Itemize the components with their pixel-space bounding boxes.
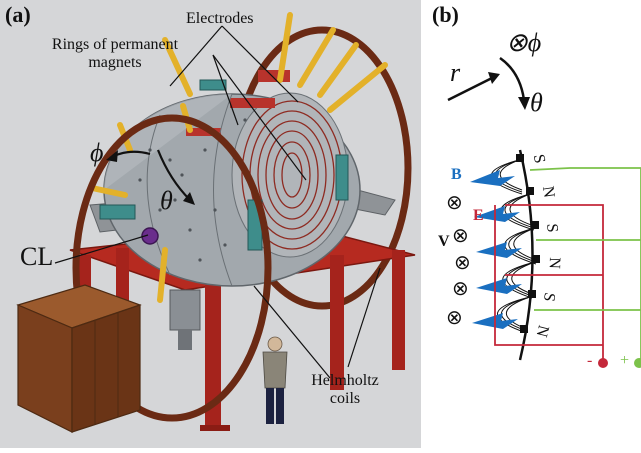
magnet-strip-left bbox=[186, 128, 221, 136]
otimes-symbol: ⊗ bbox=[452, 278, 469, 300]
otimes-symbol: ⊗ bbox=[452, 225, 469, 247]
pole-label: N bbox=[539, 185, 558, 199]
phi-label-a: ϕ bbox=[90, 138, 104, 167]
theta-arrowhead-b bbox=[518, 97, 530, 110]
b-field-arrow bbox=[476, 242, 522, 258]
negative-terminal bbox=[598, 358, 608, 368]
b-field-label: B bbox=[451, 166, 462, 183]
rings-label-line2: magnets bbox=[88, 54, 142, 71]
bottom-equipment bbox=[178, 330, 192, 350]
positive-terminal bbox=[634, 358, 641, 368]
cabinet-front bbox=[71, 304, 141, 433]
electrode-panel bbox=[199, 79, 227, 91]
otimes-phi-label: ⊗ϕ bbox=[506, 28, 542, 57]
ground-wires bbox=[529, 167, 641, 360]
magnet-block bbox=[532, 255, 540, 263]
frame-foot bbox=[200, 425, 230, 431]
frame-leg bbox=[205, 285, 221, 430]
person-head bbox=[267, 336, 283, 352]
panel-a bbox=[0, 0, 421, 448]
frame-leg bbox=[392, 250, 405, 370]
phi-arrowhead bbox=[106, 150, 118, 162]
frame-leg bbox=[330, 255, 344, 390]
panel-b-tag: (b) bbox=[432, 2, 459, 27]
pole-label: S bbox=[543, 222, 561, 234]
magnet-block bbox=[526, 187, 534, 195]
magnet-block bbox=[516, 154, 524, 162]
bottom-equipment bbox=[169, 289, 201, 331]
otimes-symbol: ⊗ bbox=[454, 252, 471, 274]
b-field-arrow bbox=[474, 206, 520, 222]
theta-arrow-b bbox=[499, 56, 526, 101]
panel-a-tag: (a) bbox=[5, 2, 31, 27]
sphere-highlight bbox=[104, 94, 232, 190]
b-field-arrow bbox=[470, 170, 515, 186]
electrodes-label: Electrodes bbox=[186, 10, 254, 27]
cabinet bbox=[16, 284, 142, 433]
r-arrowhead bbox=[488, 72, 500, 84]
magnet-block bbox=[531, 221, 539, 229]
electrode-panel bbox=[99, 204, 136, 220]
electrode-wires bbox=[494, 204, 604, 360]
plus-label: + bbox=[620, 352, 630, 369]
person-torso bbox=[262, 351, 288, 389]
sphere-seam bbox=[213, 93, 233, 287]
otimes-symbol: ⊗ bbox=[446, 307, 463, 329]
helmholtz-label-line2: coils bbox=[329, 390, 361, 407]
cl-port bbox=[141, 227, 159, 245]
person-leg bbox=[266, 388, 274, 424]
helmholtz-coil-front bbox=[72, 114, 272, 422]
magnet-strip-back bbox=[258, 70, 290, 82]
theta-label-a: θ bbox=[160, 186, 173, 215]
b-field-arrow bbox=[476, 278, 522, 294]
e-field-label: E bbox=[473, 207, 484, 224]
magnet-block bbox=[520, 325, 528, 333]
v-label: V bbox=[438, 233, 450, 250]
sphere-vessel bbox=[99, 70, 361, 287]
cl-label: CL bbox=[20, 242, 54, 271]
person-figure bbox=[262, 336, 288, 424]
otimes-symbol: ⊗ bbox=[446, 192, 463, 214]
electrode-panel bbox=[335, 154, 349, 201]
panel-b bbox=[421, 0, 641, 448]
theta-label-b: θ bbox=[530, 88, 543, 117]
rings-label-line1: Rings of permanent bbox=[51, 36, 179, 53]
r-arrow bbox=[447, 76, 493, 102]
minus-label: - bbox=[587, 352, 593, 369]
theta-arrowhead bbox=[183, 192, 195, 205]
leader-lines bbox=[54, 25, 381, 379]
bolt-pattern bbox=[138, 118, 247, 262]
r-label: r bbox=[450, 58, 461, 87]
pole-label: N bbox=[545, 256, 563, 270]
person-leg bbox=[276, 388, 284, 424]
magnet-strip-top bbox=[230, 98, 275, 108]
helmholtz-label-line1: Helmholtz bbox=[311, 372, 379, 389]
